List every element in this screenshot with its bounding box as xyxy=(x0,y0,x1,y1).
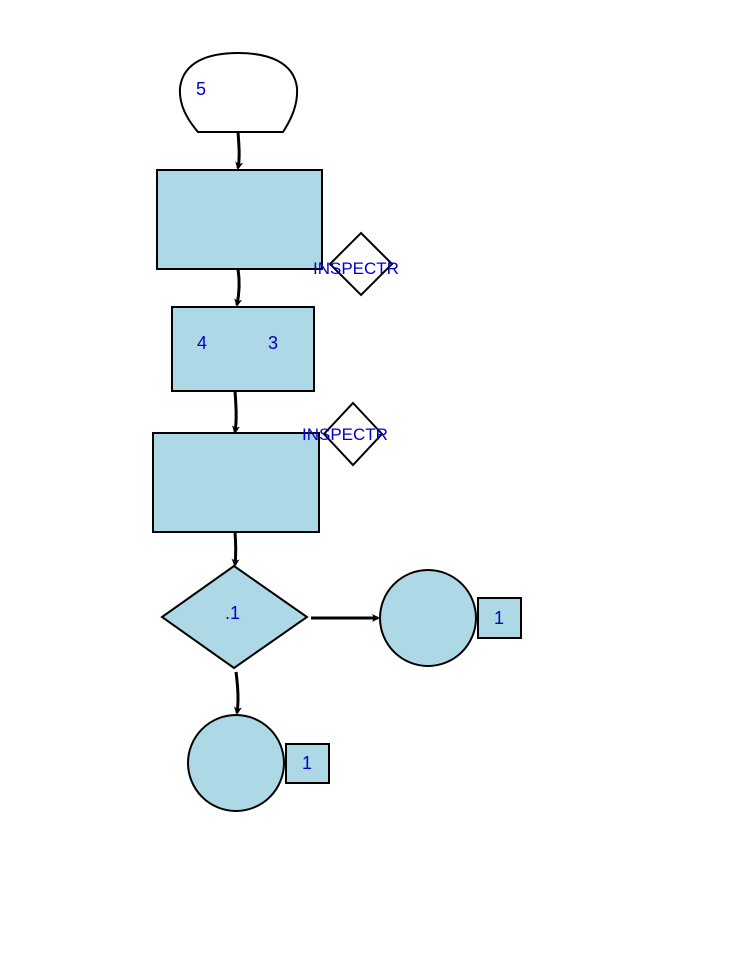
edge-decision-to-end-bottom xyxy=(233,671,242,715)
process-node-3 xyxy=(152,432,320,533)
decision-node: .1 xyxy=(160,564,309,670)
end-node-bottom: 1 xyxy=(187,714,330,812)
end-node-bottom-tag-label: 1 xyxy=(302,753,312,773)
start-node: 5 xyxy=(178,51,299,133)
inspect-node-1: INSPECTR xyxy=(313,231,399,297)
end-node-right-tag xyxy=(477,597,522,639)
start-node-label: 5 xyxy=(196,79,206,99)
edge-process-1-to-process-2 xyxy=(234,268,243,307)
process-node-2: 4 3 xyxy=(171,306,315,392)
end-node-bottom-tag xyxy=(285,743,330,784)
end-node-right-tag-label: 1 xyxy=(494,608,504,628)
end-node-right: 1 xyxy=(379,569,522,667)
process-node-2-label-right: 3 xyxy=(268,333,278,353)
inspect-node-2 xyxy=(322,401,384,467)
edge-process-2-to-process-3 xyxy=(232,390,240,434)
inspect-node-2-label: INSPECTR xyxy=(302,425,388,444)
inspect-node-1-label: INSPECTR xyxy=(313,259,399,278)
decision-node-label: .1 xyxy=(225,603,240,623)
process-node-1 xyxy=(156,169,323,270)
process-node-2-label-left: 4 xyxy=(197,333,207,353)
edge-process-3-to-decision xyxy=(231,531,240,567)
edge-start-to-process-1 xyxy=(235,131,244,170)
